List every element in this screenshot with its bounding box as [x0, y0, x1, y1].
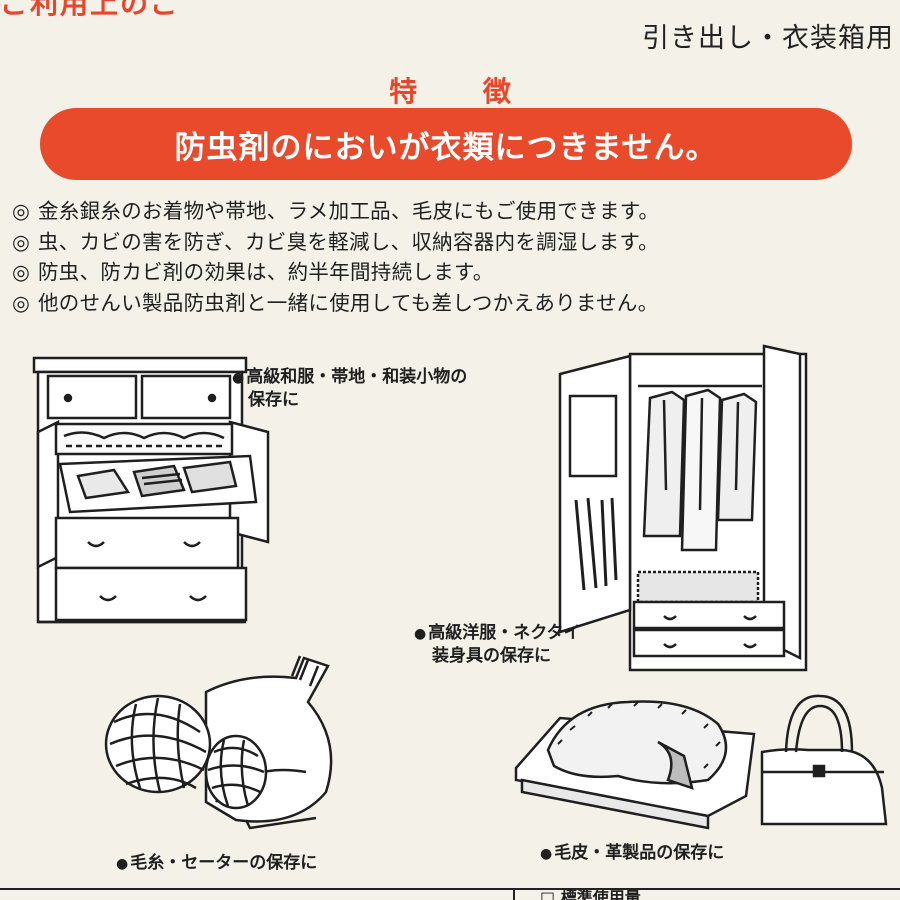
bullet-mark: ◎ — [12, 199, 31, 223]
feature-item: ◎虫、カビの害を防ぎ、カビ臭を軽減し、収納容器内を調湿します。 — [12, 227, 892, 258]
bullet-mark: ◎ — [12, 290, 31, 315]
bottom-divider: □ 標準使用量 — [0, 888, 900, 900]
feature-list: ◎金糸銀糸のお着物や帯地、ラメ加工品、毛皮にもご使用できます。 ◎虫、カビの害を… — [12, 196, 892, 318]
fur-caption: ●毛皮・革製品の保存に — [540, 843, 725, 863]
wardrobe-caption: ●高級洋服・ネクタイ 装身具の保存に — [414, 623, 581, 666]
feature-item: ◎他のせんい製品防虫剤と一緒に使用しても差しつかえありません。 — [12, 288, 892, 319]
banner-text: 防虫剤のにおいが衣類につきません。 — [174, 129, 718, 166]
bullet-dot: ● — [414, 626, 427, 642]
bullet-dot: ● — [116, 856, 129, 872]
standard-usage-label: □ 標準使用量 — [540, 890, 641, 900]
bullet-mark: ◎ — [12, 260, 31, 284]
yarn-caption: ●毛糸・セーターの保存に — [116, 853, 318, 873]
fur-handbag-icon — [514, 694, 888, 830]
bullet-dot: ● — [232, 370, 245, 386]
yarn-sweater-icon — [104, 655, 333, 830]
features-banner: 防虫剤のにおいが衣類につきません。 — [40, 108, 852, 180]
feature-item: ◎金糸銀糸のお着物や帯地、ラメ加工品、毛皮にもご使用できます。 — [12, 196, 892, 227]
column-divider — [513, 890, 515, 900]
wardrobe-icon — [558, 344, 808, 672]
kimono-caption: ●高級和服・帯地・和装小物の 保存に — [232, 367, 468, 410]
features-heading: 特 徴 — [389, 75, 539, 108]
usage-label: 引き出し・衣装箱用 — [642, 23, 894, 54]
bullet-mark: ◎ — [12, 229, 31, 254]
bullet-dot: ● — [540, 846, 553, 862]
feature-item: ◎防虫、防カビ剤の効果は、約半年間持続します。 — [12, 257, 892, 288]
kimono-chest-icon — [32, 356, 270, 624]
top-edge-heading: ご利用上のご — [0, 0, 181, 20]
